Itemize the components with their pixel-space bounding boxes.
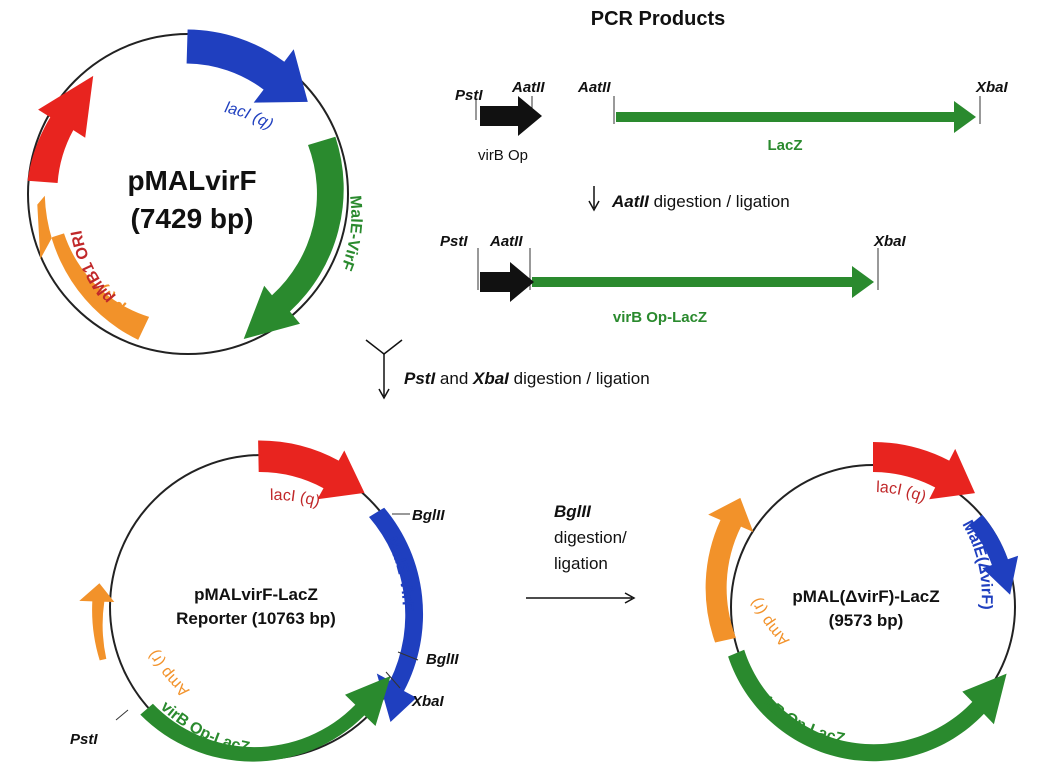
step-text: AatII digestion / ligation [611,192,790,211]
laci-label: lacI (q) [223,99,276,133]
merge-line-left [365,339,385,355]
plasmid-size: Reporter (10763 bp) [176,609,336,628]
virb-op-arrow [480,96,542,136]
site-label-aatii: AatII [489,233,523,250]
site-tick-bglii-bottom [397,651,419,661]
step-psti-xbai-ligation: PstI and XbaI digestion / ligation [365,339,650,400]
ori-segment [27,75,94,183]
site-label-psti: PstI [70,731,98,748]
merge-line-right [383,339,403,355]
plasmid-name: pMALvirF [127,165,256,196]
arrow-head [588,200,600,212]
step-enzyme: PstI [404,369,436,388]
lacz-arrow [616,101,976,133]
laci-label: lacI (q) [876,479,929,506]
amp-segment [37,195,150,340]
male-virf-segment [243,136,344,339]
plasmid-name: pMALvirF-LacZ [194,585,318,604]
amp-label: Amp (r) [747,595,792,649]
amp-segment [79,583,115,661]
site-label-xbai: XbaI [975,79,1009,96]
fragment-label: virB Op-LacZ [613,309,707,326]
lacz-segment [728,649,1007,762]
step-enzyme: BglII [554,502,592,521]
fragment-lacz: AatII XbaI LacZ [577,79,1009,154]
site-label-bglii: BglII [412,507,445,524]
step-text-line2: digestion/ [554,528,627,547]
plasmid-pmal-deltavirf-lacz: lacI (q) MalE(ΔvirF) Amp (r) virB Op-Lac… [705,442,1019,762]
site-label-aatii: AatII [577,79,611,96]
site-tick-xbai [385,671,401,689]
plasmid-name: pMAL(ΔvirF)-LacZ [792,587,939,606]
pcr-title: PCR Products [591,8,725,30]
laci-segment [873,442,975,500]
site-label-psti: PstI [440,233,468,250]
amp-label: Amp (r) [145,647,193,700]
fragment-virb-op-lacz: PstI AatII XbaI virB Op-LacZ [440,233,907,326]
male-virf-segment [369,507,424,722]
step-bglii-ligation: BglII digestion/ ligation [526,502,636,604]
step-text: PstI and XbaI digestion / ligation [404,369,650,388]
site-label-bglii: BglII [426,651,459,668]
plasmid-size: (9573 bp) [829,611,904,630]
site-label-xbai: XbaI [873,233,907,250]
fragment-label: LacZ [767,137,802,154]
step-mid: and [435,369,473,388]
laci-label: lacI (q) [270,487,322,511]
plasmid-pmalvirf: lacI (q) MalE-VirF Amp (r) pMB1 ORI pMAL… [27,29,364,355]
step-aatii-ligation: AatII digestion / ligation [588,186,790,212]
step-desc: digestion / ligation [509,369,650,388]
step-text-line3: ligation [554,554,608,573]
virb-op-lacz-arrow [532,266,874,298]
step-enzyme: XbaI [472,369,510,388]
arrow-head [378,388,390,400]
site-label-aatii: AatII [511,79,545,96]
site-label-psti: PstI [455,87,483,104]
laci-segment [186,29,308,103]
arrow-head [624,592,636,604]
site-label-xbai: XbaI [411,693,445,710]
amp-segment [705,497,754,643]
fragment-virb-op: PstI AatII virB Op [455,79,545,164]
laci-segment [258,440,365,500]
fragment-label: virB Op [478,147,528,164]
plasmid-pmalvirf-lacz: lacI (q) MalE-VirF Amp (r) virB Op-LacZ … [70,440,459,762]
lacz-segment [140,676,391,762]
plasmid-size: (7429 bp) [131,203,254,234]
site-tick-psti [115,709,129,721]
pcr-products: PCR Products PstI AatII virB Op AatII Xb… [440,8,1009,326]
step-desc: digestion / ligation [649,192,790,211]
male-deltavirf-segment [969,514,1019,595]
male-virf-label: MalE-VirF [382,534,415,611]
step-enzyme: AatII [611,192,650,211]
virb-op-arrow [480,262,534,302]
